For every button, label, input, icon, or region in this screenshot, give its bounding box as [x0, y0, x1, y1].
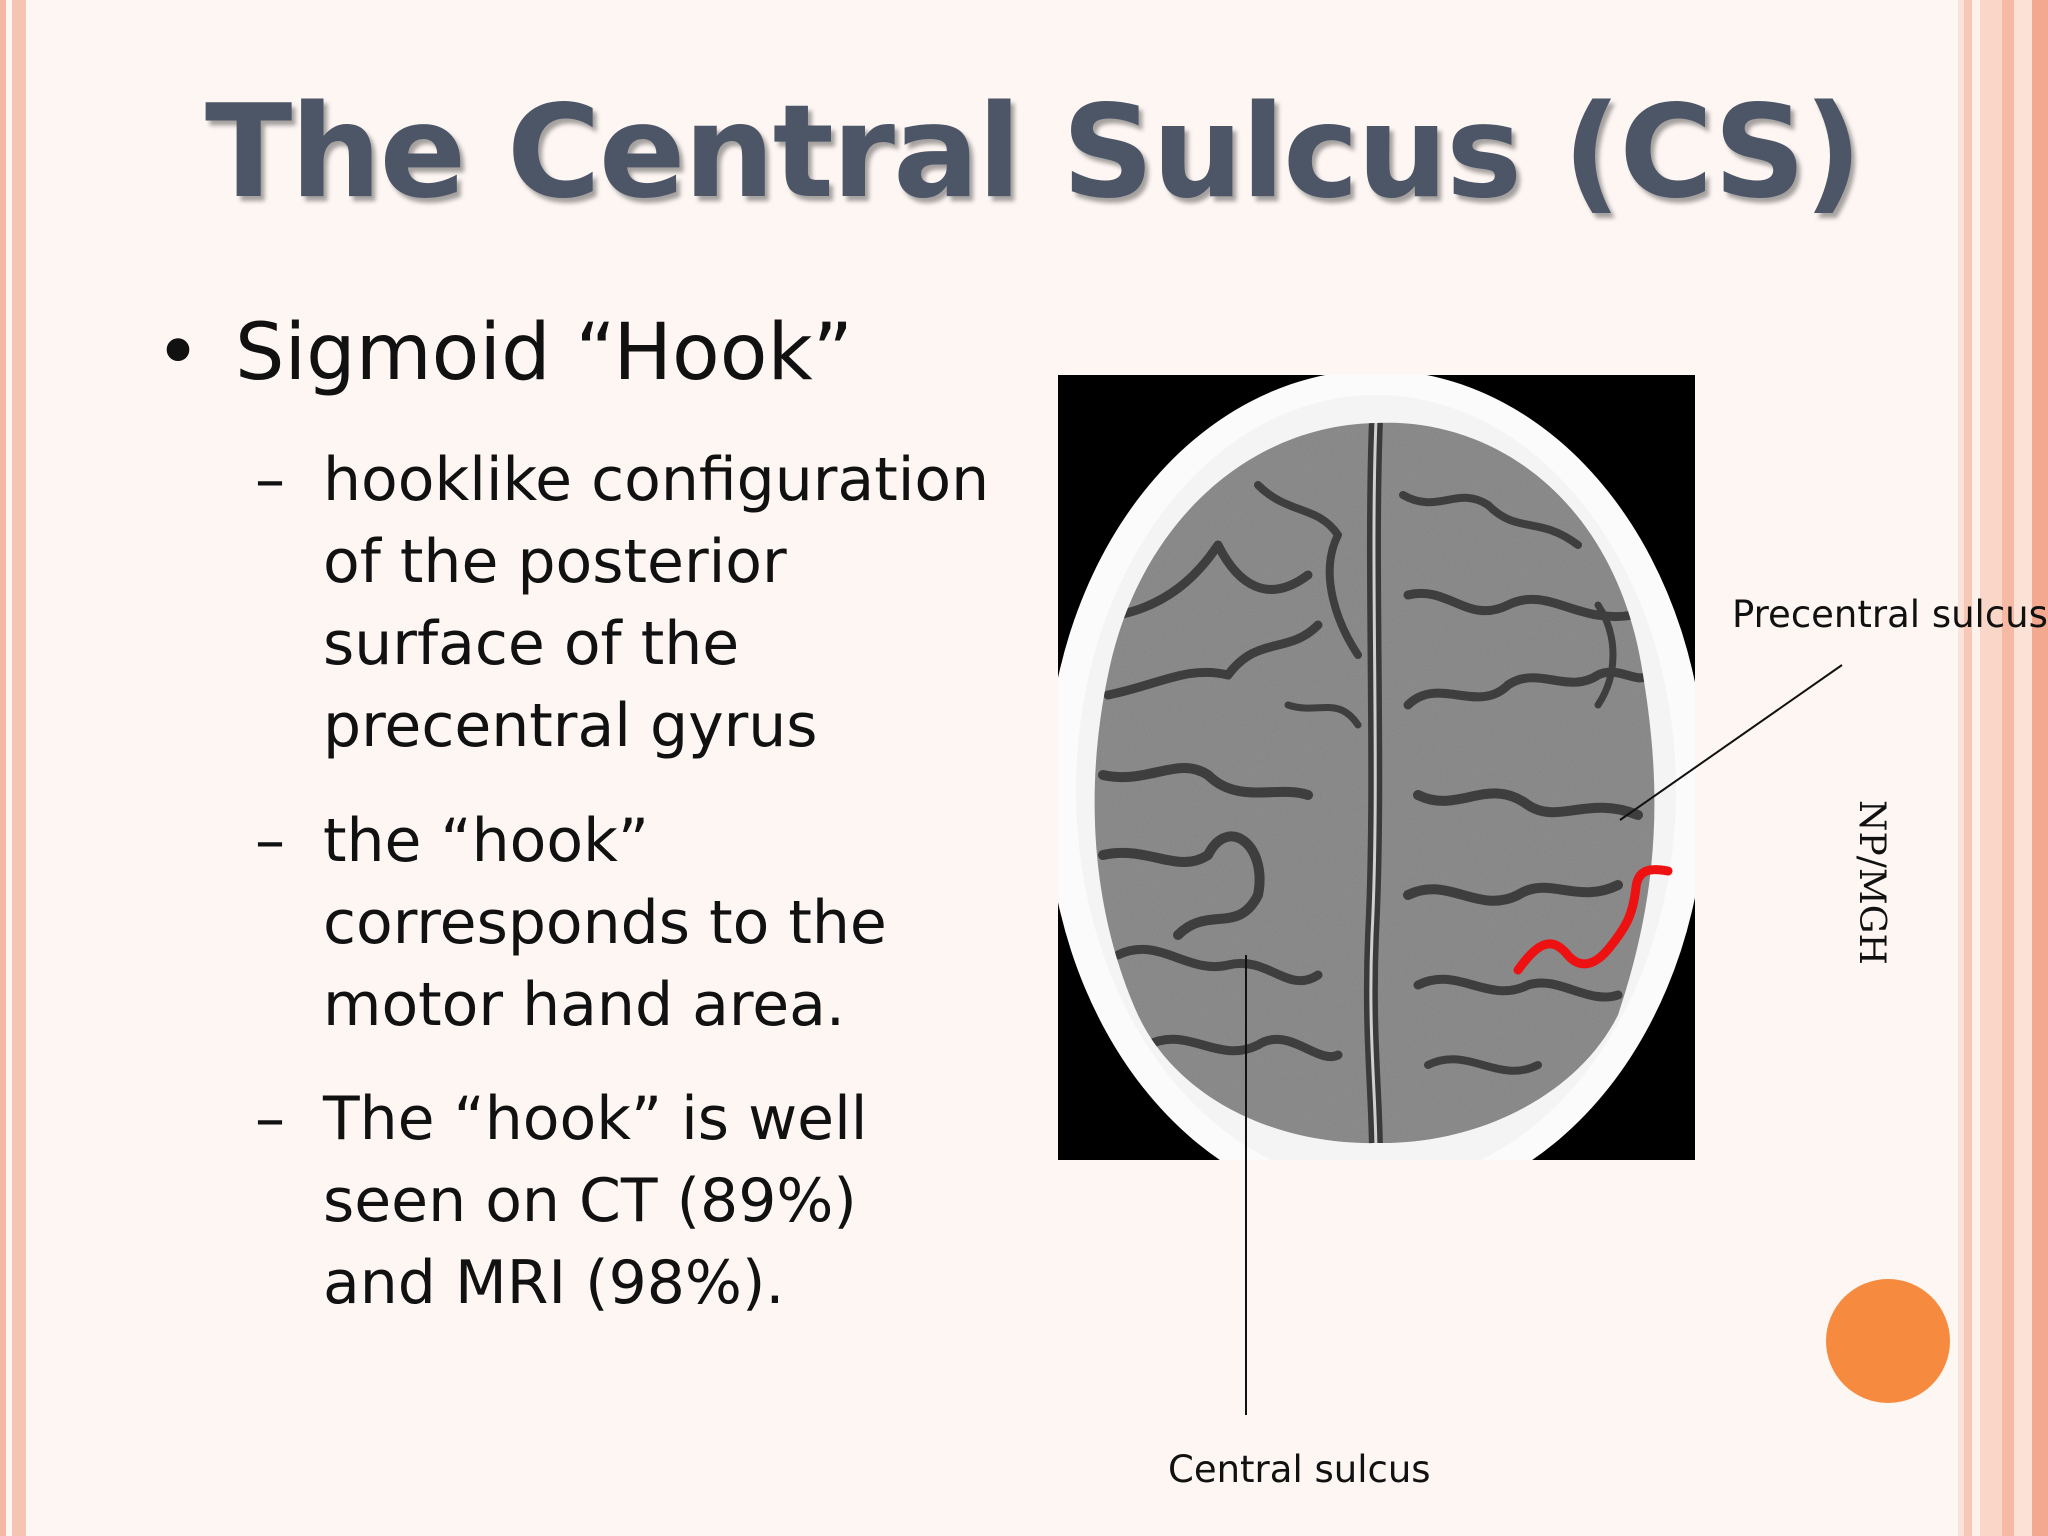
sub-bullet-line: hooklike configuration: [323, 445, 990, 515]
dash-icon: –: [255, 806, 285, 876]
central-sulcus-label: Central sulcus: [1168, 1448, 1431, 1491]
image-credit: NP/MGH: [1851, 800, 1892, 965]
sub-bullet-2: – the “hook” corresponds to the motor ha…: [255, 800, 1015, 1046]
sub-bullet-line: surface of the: [323, 609, 740, 679]
dash-icon: –: [255, 1084, 285, 1154]
sub-bullet-line: the “hook”: [323, 806, 649, 876]
precentral-sulcus-label: Precentral sulcus: [1732, 593, 2048, 636]
sub-bullet-1: – hooklike configuration of the posterio…: [255, 439, 1015, 767]
sub-bullet-line: and MRI (98%).: [323, 1248, 785, 1318]
decorative-orange-circle: [1826, 1279, 1950, 1403]
sub-bullet-line: motor hand area.: [323, 970, 845, 1040]
main-bullet: • Sigmoid “Hook”: [155, 308, 853, 398]
main-bullet-text: Sigmoid “Hook”: [235, 308, 854, 398]
sub-bullet-line: corresponds to the: [323, 888, 887, 958]
left-border: [0, 0, 26, 1536]
slide-title: The Central Sulcus (CS): [205, 78, 1862, 227]
dash-icon: –: [255, 445, 285, 515]
ct-brain-image: [1058, 375, 1695, 1160]
sub-bullet-line: precentral gyrus: [323, 691, 818, 761]
sub-bullet-3: – The “hook” is well seen on CT (89%) an…: [255, 1078, 1015, 1324]
sub-bullet-line: seen on CT (89%): [323, 1166, 857, 1236]
right-border: [1958, 0, 2048, 1536]
hook-highlight: [1513, 865, 1673, 975]
sub-bullet-line: The “hook” is well: [323, 1084, 868, 1154]
sub-bullet-line: of the posterior: [323, 527, 787, 597]
bullet-dot-icon: •: [155, 308, 202, 398]
